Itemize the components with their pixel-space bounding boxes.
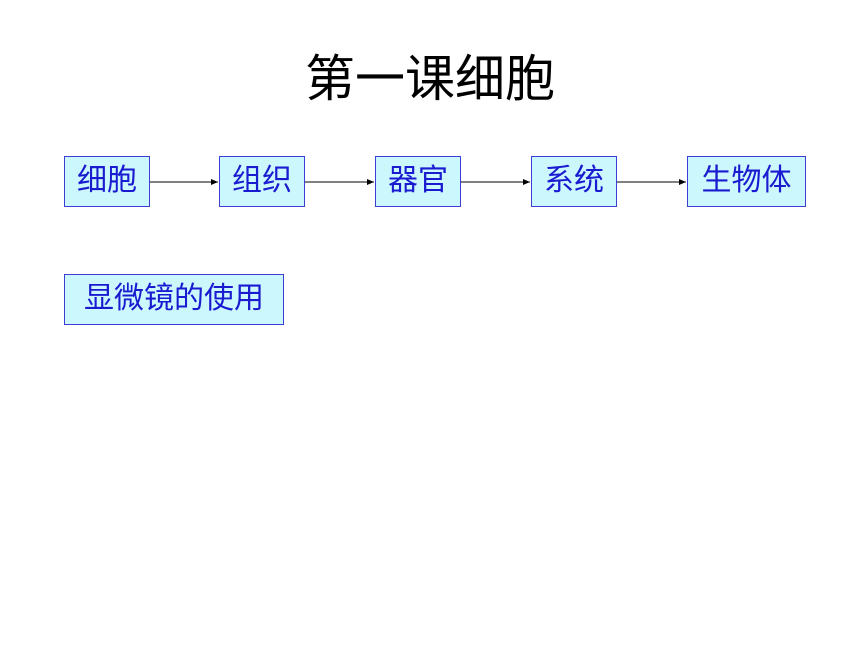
topic-box-microscope-usage: 显微镜的使用 <box>64 274 284 325</box>
flow-box-tissue: 组织 <box>219 156 305 207</box>
flow-box-cell: 细胞 <box>64 156 150 207</box>
flow-box-organ: 器官 <box>375 156 461 207</box>
slide-title: 第一课细胞 <box>305 50 555 108</box>
flow-box-system: 系统 <box>531 156 617 207</box>
flow-box-organism: 生物体 <box>687 156 806 207</box>
